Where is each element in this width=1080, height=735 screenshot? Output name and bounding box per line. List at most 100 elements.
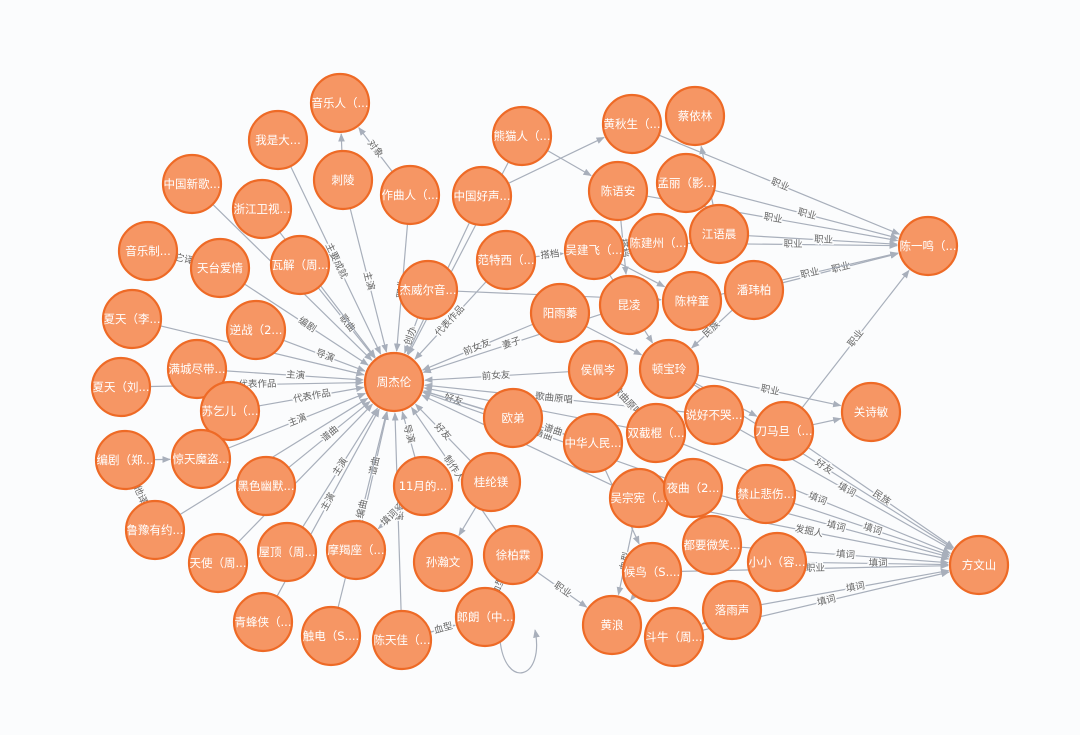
relation-edge[interactable] bbox=[136, 487, 145, 504]
relation-edge[interactable] bbox=[507, 136, 605, 184]
node-circle[interactable] bbox=[451, 165, 513, 227]
graph-node[interactable]: 中华人民... bbox=[562, 412, 624, 474]
node-circle[interactable] bbox=[683, 384, 745, 446]
node-circle[interactable] bbox=[379, 164, 441, 226]
graph-node[interactable]: 说好不哭... bbox=[683, 384, 745, 446]
relation-edge[interactable] bbox=[760, 568, 950, 606]
node-circle[interactable] bbox=[681, 514, 743, 576]
node-circle[interactable] bbox=[688, 203, 750, 265]
node-circle[interactable] bbox=[643, 606, 705, 668]
node-circle[interactable] bbox=[621, 541, 683, 603]
node-circle[interactable] bbox=[598, 274, 660, 336]
relation-edge[interactable] bbox=[424, 371, 570, 384]
graph-node[interactable]: 陈一鸣（... bbox=[897, 215, 959, 277]
node-circle[interactable] bbox=[581, 594, 643, 656]
graph-node[interactable]: 潘玮柏 bbox=[723, 259, 785, 321]
node-circle[interactable] bbox=[601, 93, 663, 155]
relation-edge[interactable] bbox=[667, 503, 950, 561]
relation-edge[interactable] bbox=[691, 309, 734, 349]
graph-node[interactable]: 11月的... bbox=[392, 455, 454, 517]
relation-edge[interactable] bbox=[781, 252, 899, 284]
graph-node[interactable]: 欧弟 bbox=[482, 387, 544, 449]
node-circle[interactable] bbox=[661, 270, 723, 332]
graph-node[interactable]: 编剧（郑... bbox=[94, 429, 156, 491]
graph-node[interactable]: 范特西（... bbox=[475, 229, 537, 291]
node-circle[interactable] bbox=[269, 234, 331, 296]
node-circle[interactable] bbox=[454, 586, 516, 648]
graph-node[interactable]: 黄秋生（... bbox=[601, 93, 663, 155]
graph-node[interactable]: 落雨声 bbox=[701, 579, 763, 641]
relation-edge[interactable] bbox=[682, 443, 952, 554]
node-circle[interactable] bbox=[948, 534, 1010, 596]
graph-node[interactable]: 陈建州（... bbox=[627, 212, 689, 274]
graph-node[interactable]: 陈语安 bbox=[587, 160, 649, 222]
graph-node[interactable]: 中国新歌... bbox=[161, 153, 223, 215]
node-circle[interactable] bbox=[166, 338, 228, 400]
node-circle[interactable] bbox=[735, 463, 797, 525]
relation-edge[interactable] bbox=[243, 283, 369, 366]
node-circle[interactable] bbox=[225, 299, 287, 361]
relation-edge[interactable] bbox=[534, 251, 565, 258]
graph-node[interactable]: 蔡依林 bbox=[664, 85, 726, 147]
node-circle[interactable] bbox=[300, 605, 362, 667]
node-circle[interactable] bbox=[187, 532, 249, 594]
node-circle[interactable] bbox=[638, 338, 700, 400]
graph-node[interactable]: 音乐人（... bbox=[309, 72, 371, 134]
graph-node[interactable]: 青蜂侠（... bbox=[232, 591, 294, 653]
graph-node[interactable]: 周杰伦 bbox=[363, 351, 425, 413]
node-circle[interactable] bbox=[746, 531, 808, 593]
relation-edge[interactable] bbox=[713, 189, 899, 240]
graph-node[interactable]: 黄浪 bbox=[581, 594, 643, 656]
relation-edge[interactable] bbox=[429, 624, 456, 633]
node-circle[interactable] bbox=[701, 579, 763, 641]
relation-edge[interactable] bbox=[338, 133, 345, 152]
relation-edge[interactable] bbox=[617, 390, 636, 411]
graph-node[interactable]: 鲁豫有约... bbox=[124, 499, 186, 561]
graph-node[interactable]: 中国好声... bbox=[451, 165, 513, 227]
node-circle[interactable] bbox=[101, 288, 163, 350]
node-circle[interactable] bbox=[664, 85, 726, 147]
graph-node[interactable]: 摩羯座（... bbox=[325, 519, 387, 581]
node-circle[interactable] bbox=[753, 400, 815, 462]
node-circle[interactable] bbox=[363, 351, 425, 413]
relation-edge[interactable] bbox=[546, 149, 592, 177]
relation-edge[interactable] bbox=[805, 561, 949, 568]
relation-edge[interactable] bbox=[697, 374, 842, 408]
relation-edge[interactable] bbox=[227, 392, 366, 449]
graph-node[interactable]: 屋顶（周... bbox=[256, 521, 318, 583]
node-circle[interactable] bbox=[117, 220, 179, 282]
node-circle[interactable] bbox=[840, 381, 902, 443]
relation-edge[interactable] bbox=[282, 339, 366, 372]
graph-node[interactable]: 作曲人（... bbox=[379, 164, 441, 226]
relation-edge[interactable] bbox=[349, 207, 388, 353]
relation-edge[interactable] bbox=[258, 385, 365, 407]
node-circle[interactable] bbox=[371, 609, 433, 671]
relation-edge[interactable] bbox=[301, 407, 378, 528]
relation-edge[interactable] bbox=[414, 280, 487, 360]
graph-node[interactable]: 天台爱情 bbox=[189, 237, 251, 299]
graph-node[interactable]: 顿宝玲 bbox=[638, 338, 700, 400]
graph-node[interactable]: 刺陵 bbox=[312, 149, 374, 211]
node-circle[interactable] bbox=[325, 519, 387, 581]
relation-edge[interactable] bbox=[807, 446, 955, 548]
graph-node[interactable]: 我是大... bbox=[247, 109, 309, 171]
relation-edge[interactable] bbox=[619, 262, 666, 288]
graph-node[interactable]: 杰威尔音... bbox=[397, 259, 459, 321]
node-circle[interactable] bbox=[723, 259, 785, 321]
node-circle[interactable] bbox=[170, 428, 232, 490]
node-circle[interactable] bbox=[161, 153, 223, 215]
relation-edge[interactable] bbox=[421, 323, 534, 371]
relation-edge[interactable] bbox=[401, 411, 416, 459]
node-circle[interactable] bbox=[199, 380, 261, 442]
graph-node[interactable]: 桂纶镁 bbox=[460, 451, 522, 513]
node-circle[interactable] bbox=[235, 455, 297, 517]
relation-edge[interactable] bbox=[793, 502, 951, 556]
graph-node[interactable]: 郎朗（中... bbox=[454, 586, 516, 648]
graph-node[interactable]: 瓦解（周... bbox=[269, 234, 331, 296]
graph-node[interactable]: 徐柏霖 bbox=[482, 524, 544, 586]
graph-node[interactable]: 惊天魔盗... bbox=[170, 428, 232, 490]
graph-node[interactable]: 陈梓童 bbox=[661, 270, 723, 332]
node-circle[interactable] bbox=[397, 259, 459, 321]
relation-edge[interactable] bbox=[536, 571, 588, 608]
graph-node[interactable]: 孟丽（影... bbox=[655, 152, 717, 214]
